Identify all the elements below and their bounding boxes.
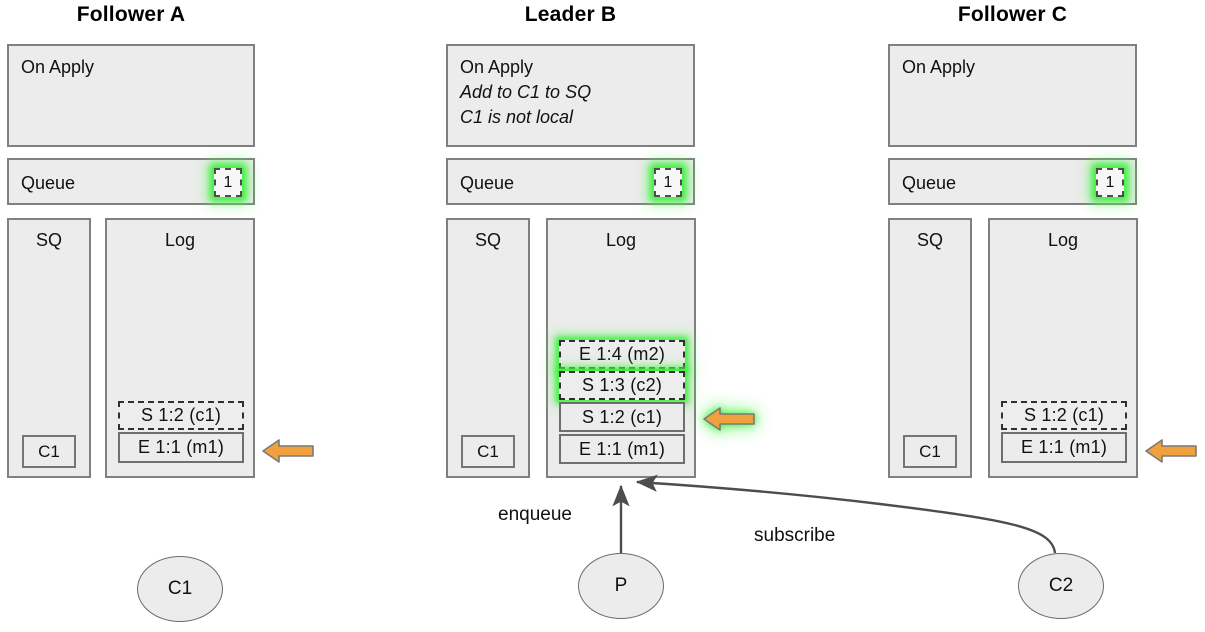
queue-label-follower-c: Queue xyxy=(902,173,957,193)
apply-pointer-arrow-follower-c xyxy=(1145,437,1197,465)
producer-node-p: P xyxy=(578,553,664,619)
on-apply-note-1: C1 is not local xyxy=(460,107,574,127)
log-label-leader-b: Log xyxy=(605,230,637,250)
sq-item-follower-c-0: C1 xyxy=(903,435,957,468)
queue-panel-leader-b: Queue 1 xyxy=(446,158,695,205)
log-entry-leader-b-1: S 1:3 (c2) xyxy=(559,371,685,400)
queue-badge-follower-c: 1 xyxy=(1096,168,1124,197)
column-title-follower-c: Follower C xyxy=(957,3,1068,26)
log-entry-leader-b-3: E 1:1 (m1) xyxy=(559,434,685,464)
on-apply-text-follower-a: On Apply xyxy=(21,55,94,80)
column-title-follower-a: Follower A xyxy=(76,3,186,26)
queue-panel-follower-a: Queue 1 xyxy=(7,158,255,205)
log-panel-follower-a: Log S 1:2 (c1) E 1:1 (m1) xyxy=(105,218,255,478)
log-entry-leader-b-0: E 1:4 (m2) xyxy=(559,340,685,369)
on-apply-label: On Apply xyxy=(21,57,95,77)
on-apply-text-leader-b: On Apply Add to C1 to SQ C1 is not local xyxy=(460,55,591,130)
log-entry-follower-c-0: S 1:2 (c1) xyxy=(1001,401,1127,430)
client-node-c1-left: C1 xyxy=(137,556,223,622)
sq-panel-follower-a: SQ C1 xyxy=(7,218,91,478)
on-apply-panel-follower-c: On Apply xyxy=(888,44,1137,147)
apply-pointer-arrow-leader-b xyxy=(703,405,755,433)
log-entry-follower-a-0: S 1:2 (c1) xyxy=(118,401,244,430)
column-title-leader-b: Leader B xyxy=(524,3,617,26)
edge-subscribe-curve xyxy=(635,474,1057,554)
log-label-follower-a: Log xyxy=(164,230,196,250)
sq-panel-leader-b: SQ C1 xyxy=(446,218,530,478)
on-apply-label: On Apply xyxy=(460,57,534,77)
queue-label-follower-a: Queue xyxy=(21,173,76,193)
queue-label-leader-b: Queue xyxy=(460,173,515,193)
on-apply-panel-follower-a: On Apply xyxy=(7,44,255,147)
queue-panel-follower-c: Queue 1 xyxy=(888,158,1137,205)
sq-label-follower-a: SQ xyxy=(35,230,62,250)
log-entry-follower-c-1: E 1:1 (m1) xyxy=(1001,432,1127,463)
edge-label-enqueue: enqueue xyxy=(498,504,572,525)
sq-panel-follower-c: SQ C1 xyxy=(888,218,972,478)
edge-label-subscribe: subscribe xyxy=(754,525,836,546)
on-apply-label: On Apply xyxy=(902,57,976,77)
sq-item-follower-a-0: C1 xyxy=(22,435,76,468)
log-label-follower-c: Log xyxy=(1047,230,1079,250)
on-apply-text-follower-c: On Apply xyxy=(902,55,975,80)
on-apply-note-0: Add to C1 to SQ xyxy=(460,82,592,102)
log-entry-leader-b-2: S 1:2 (c1) xyxy=(559,402,685,432)
queue-badge-leader-b: 1 xyxy=(654,168,682,197)
client-node-c2: C2 xyxy=(1018,553,1104,619)
queue-badge-follower-a: 1 xyxy=(214,168,242,197)
sq-label-follower-c: SQ xyxy=(916,230,943,250)
on-apply-panel-leader-b: On Apply Add to C1 to SQ C1 is not local xyxy=(446,44,695,147)
log-panel-leader-b: Log E 1:4 (m2) S 1:3 (c2) S 1:2 (c1) E 1… xyxy=(546,218,696,478)
log-panel-follower-c: Log S 1:2 (c1) E 1:1 (m1) xyxy=(988,218,1138,478)
log-entry-follower-a-1: E 1:1 (m1) xyxy=(118,432,244,463)
sq-label-leader-b: SQ xyxy=(474,230,501,250)
sq-item-leader-b-0: C1 xyxy=(461,435,515,468)
apply-pointer-arrow-follower-a xyxy=(262,437,314,465)
